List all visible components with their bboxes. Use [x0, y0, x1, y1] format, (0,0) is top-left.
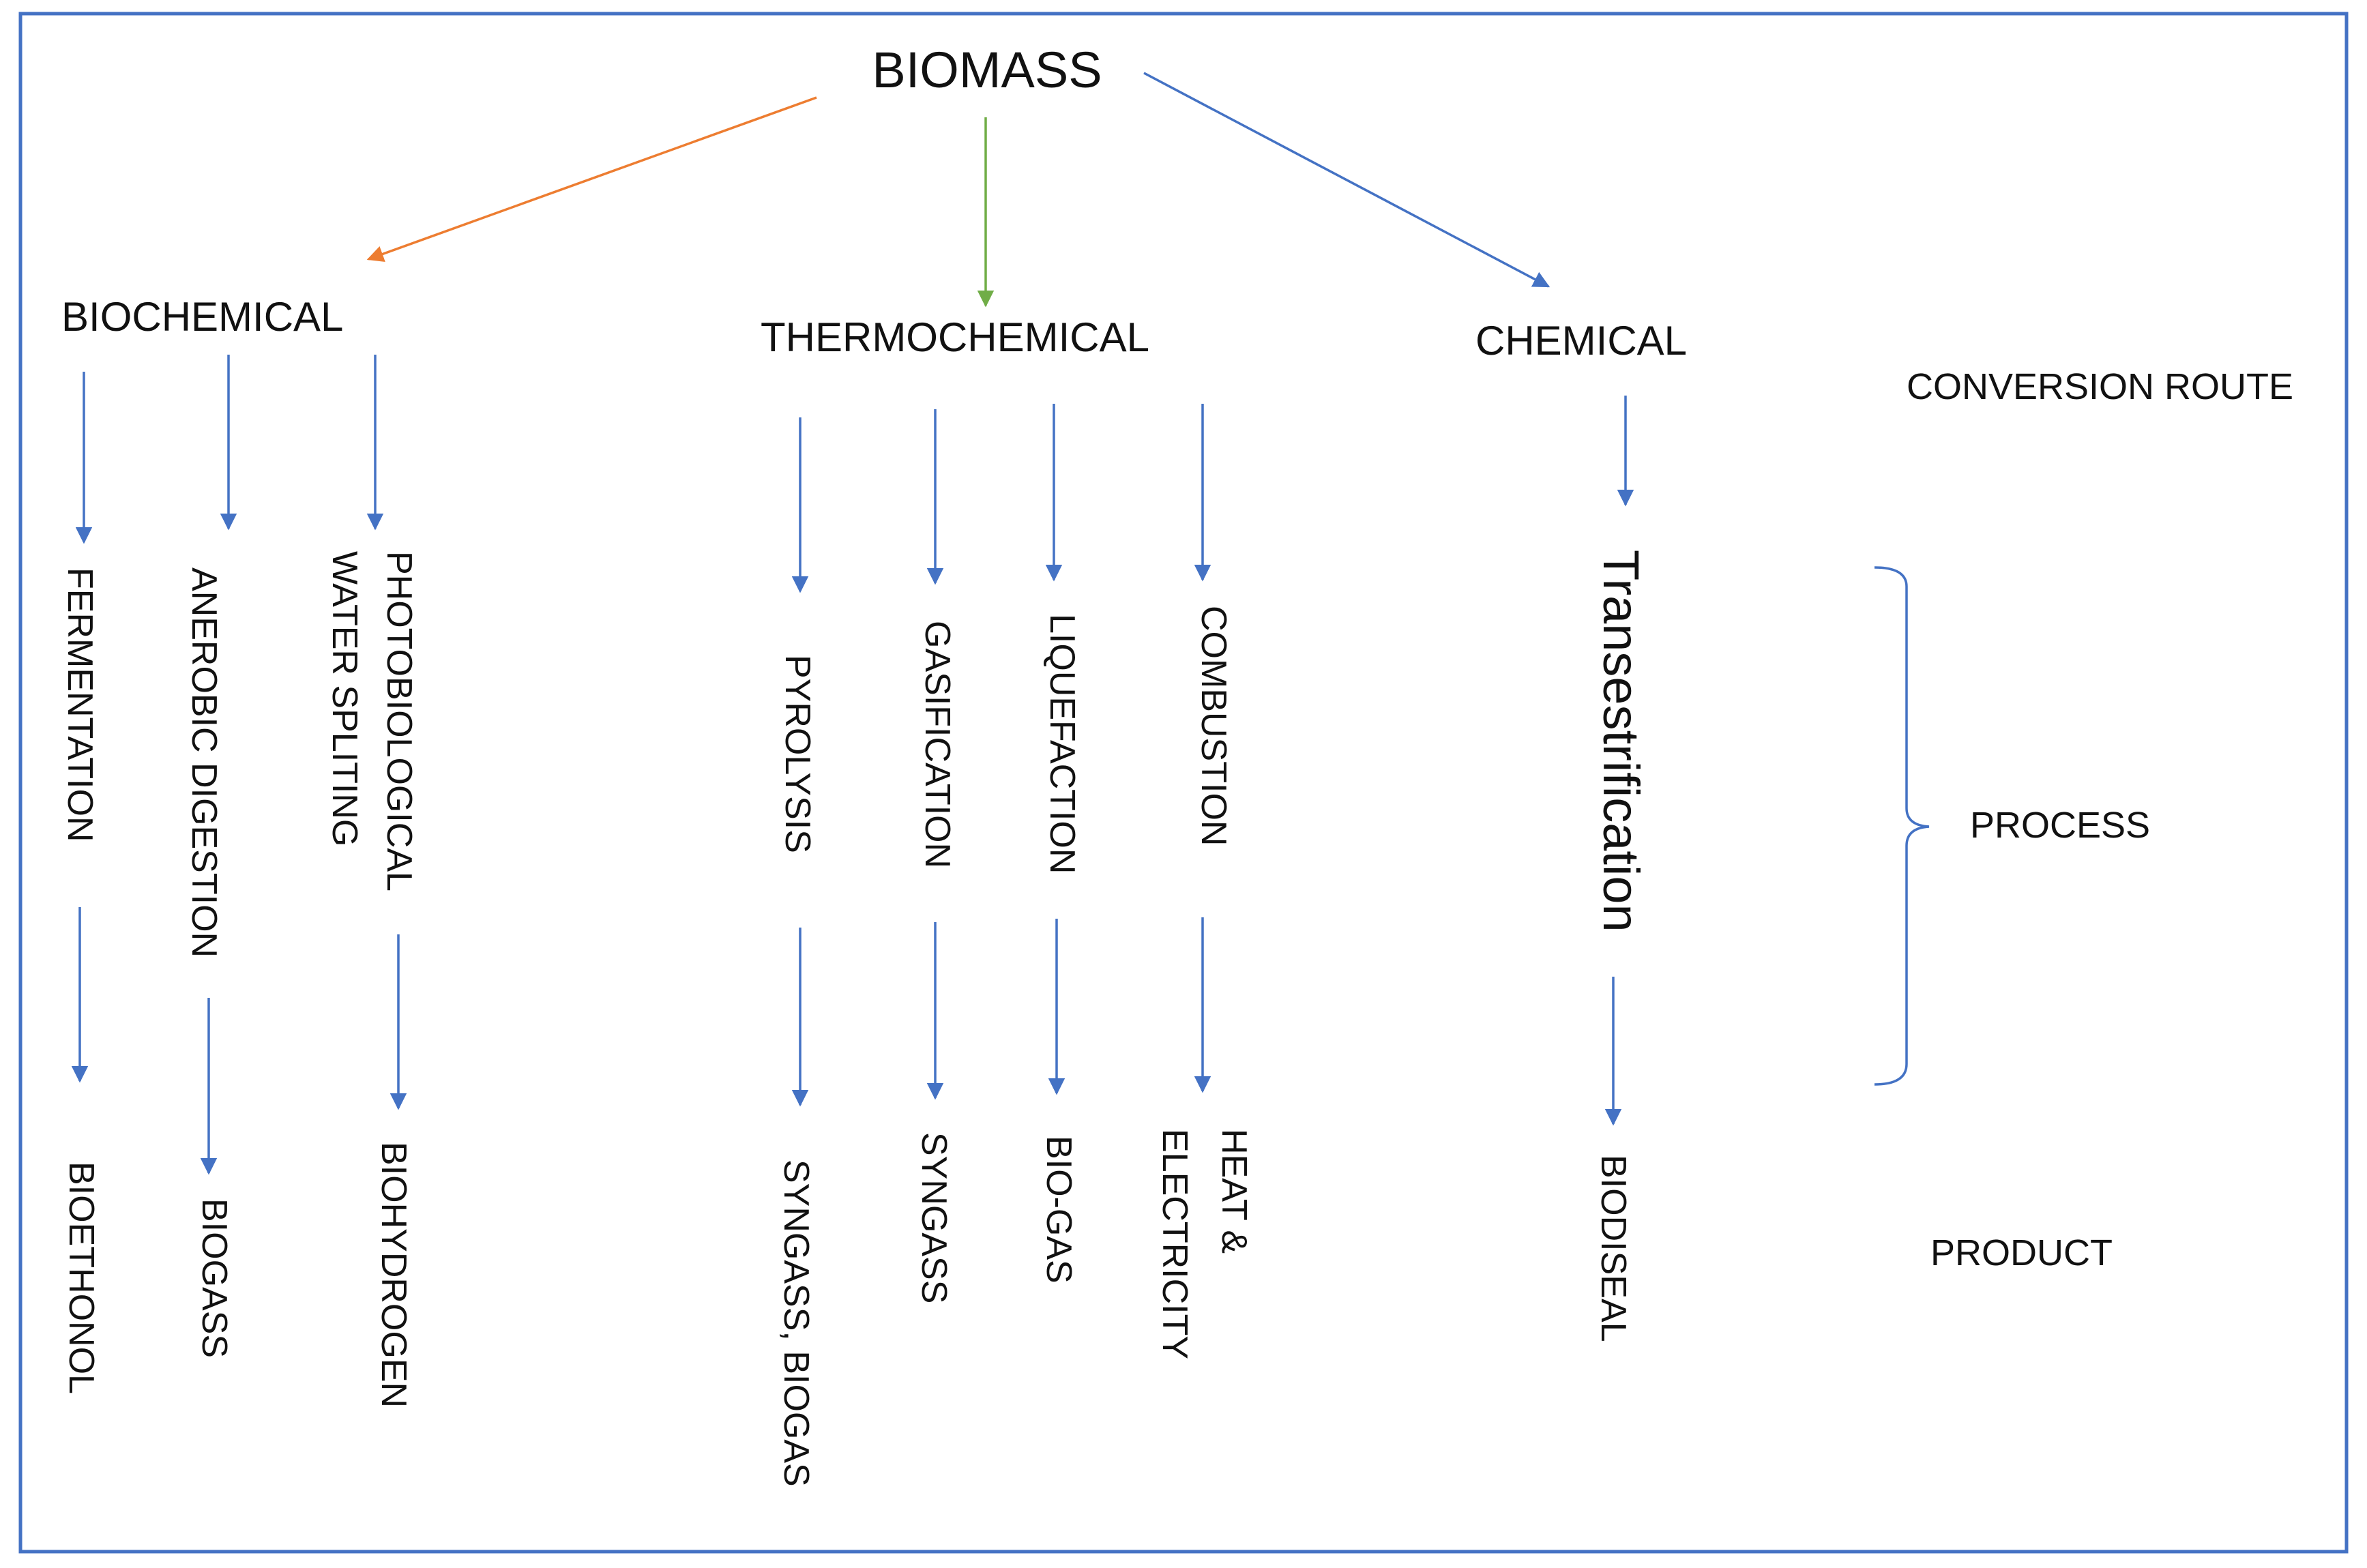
- product-syngas-biogas: SYNGASS, BIOGAS: [776, 1159, 816, 1487]
- product-heat-line1: HEAT &: [1214, 1129, 1254, 1254]
- diagram-frame: [18, 12, 2349, 1554]
- product-bioethanol: BIOETHONOL: [61, 1162, 101, 1394]
- process-liquefaction: LIQUEFACTION: [1042, 614, 1082, 874]
- process-transesterification: Transestrification: [1593, 550, 1649, 932]
- arrow-biomass-to-chemical: [1143, 72, 1550, 288]
- route-thermochemical: THERMOCHEMICAL: [761, 314, 1149, 360]
- product-biogas: BIOGASS: [194, 1198, 234, 1358]
- product-syngas: SYNGASS: [914, 1132, 954, 1303]
- process-gasification: GASIFICATION: [917, 621, 957, 868]
- route-chemical: CHEMICAL: [1475, 318, 1687, 364]
- product-bio-gas: BIO-GAS: [1039, 1136, 1078, 1284]
- legend-process: PROCESS: [1970, 805, 2150, 846]
- legend-product: PRODUCT: [1930, 1232, 2113, 1273]
- legend-conversion-route: CONVERSION ROUTE: [1907, 366, 2293, 407]
- arrow-biomass-to-biochemical: [366, 96, 817, 263]
- process-fermentation: FERMENTATION: [60, 567, 100, 842]
- process-brace: [1874, 566, 1930, 1086]
- process-combustion: COMBUSTION: [1194, 606, 1233, 846]
- process-pyrolysis: PYROLYSIS: [778, 655, 817, 853]
- process-photobiological-line1: PHOTOBIOLOGICAL: [379, 551, 419, 891]
- product-biodiesel: BIODISEAL: [1593, 1155, 1633, 1342]
- process-anaerobic-digestion: ANEROBIC DIGESTION: [184, 567, 224, 958]
- root-biomass: BIOMASS: [872, 42, 1102, 98]
- process-photobiological-line2: WATER SPLITING: [325, 551, 364, 846]
- product-heat-line2: ELECTRICITY: [1155, 1129, 1194, 1359]
- product-biohydrogen: BIOHYDROGEN: [374, 1142, 413, 1408]
- route-biochemical: BIOCHEMICAL: [61, 294, 343, 340]
